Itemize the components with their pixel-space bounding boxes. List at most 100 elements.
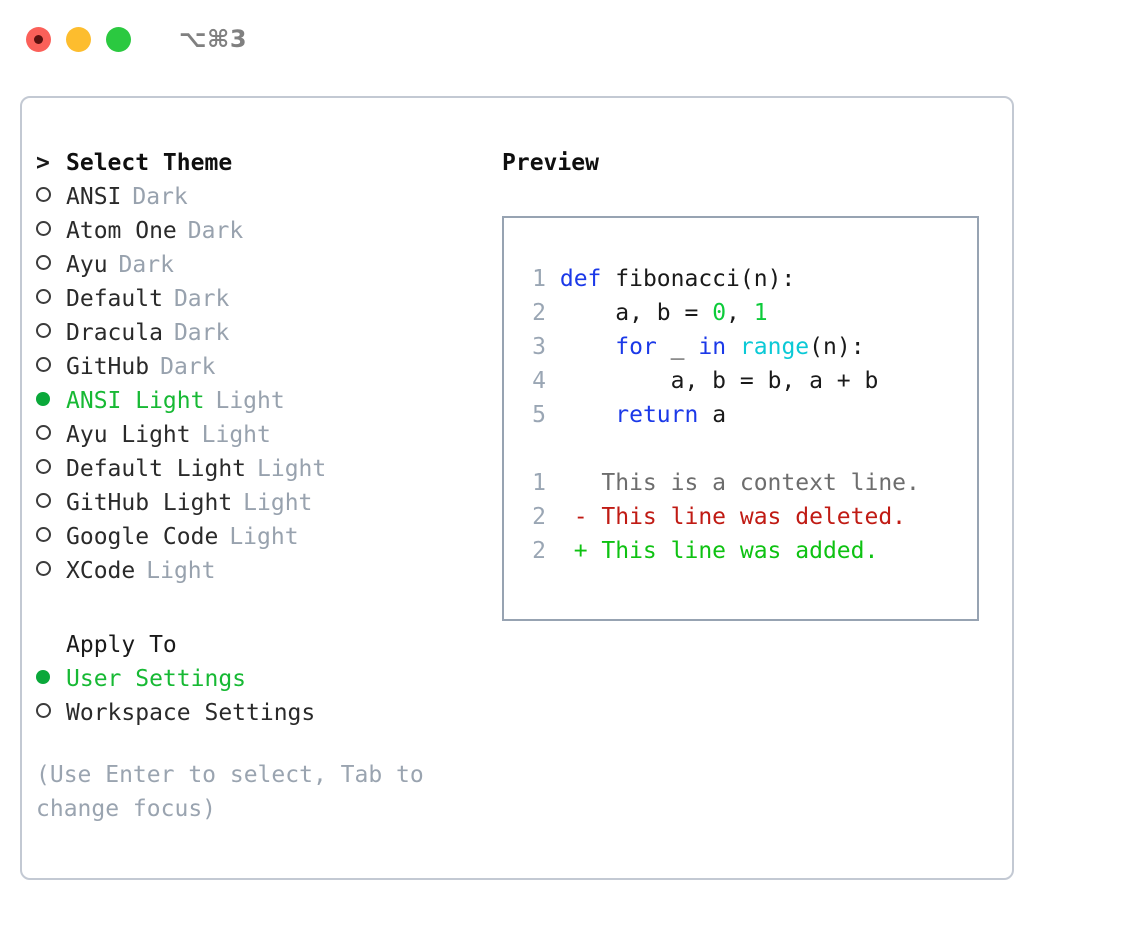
diff-marker bbox=[546, 470, 601, 496]
diff-marker: - bbox=[546, 504, 602, 530]
page-title: Select Theme bbox=[66, 150, 233, 176]
radio-dot-icon bbox=[36, 561, 51, 576]
radio-dot-icon bbox=[36, 221, 51, 236]
diff-line-number: 2 bbox=[532, 504, 546, 530]
apply-to-option-row[interactable]: Workspace Settings bbox=[36, 696, 496, 730]
code-line: 5 return a bbox=[522, 398, 977, 432]
diff-line-text: This line was deleted. bbox=[601, 504, 907, 530]
theme-option-row[interactable]: Atom One Dark bbox=[36, 214, 496, 248]
code-token: 0 bbox=[712, 300, 727, 326]
preview-title: Preview bbox=[502, 150, 599, 176]
radio-unselected-icon[interactable] bbox=[36, 418, 66, 452]
theme-option-label: Ayu bbox=[66, 252, 108, 278]
radio-unselected-icon[interactable] bbox=[36, 316, 66, 350]
theme-option-label: Dracula bbox=[66, 320, 163, 346]
radio-dot-icon bbox=[36, 670, 50, 684]
radio-dot-icon bbox=[36, 357, 51, 372]
radio-unselected-icon[interactable] bbox=[36, 282, 66, 316]
line-number: 4 bbox=[532, 368, 546, 394]
code-token: a, b = bbox=[559, 300, 713, 326]
radio-selected-icon[interactable] bbox=[36, 384, 66, 418]
code-token: in bbox=[698, 334, 727, 360]
apply-to-header: Apply To bbox=[36, 628, 496, 662]
theme-variant-tag: Dark bbox=[132, 184, 188, 210]
theme-option-label: Google Code bbox=[66, 524, 219, 550]
theme-option-label: Atom One bbox=[66, 218, 177, 244]
radio-selected-icon[interactable] bbox=[36, 662, 66, 696]
theme-option-label: Ayu Light bbox=[66, 422, 191, 448]
theme-option-label: GitHub bbox=[66, 354, 150, 380]
radio-unselected-icon[interactable] bbox=[36, 180, 66, 214]
code-token bbox=[560, 402, 615, 428]
radio-dot-icon bbox=[36, 459, 51, 474]
code-token bbox=[560, 334, 615, 360]
radio-unselected-icon[interactable] bbox=[36, 696, 66, 730]
code-line: 3 for _ in range(n): bbox=[522, 330, 977, 364]
code-gutter-space bbox=[546, 300, 560, 326]
theme-variant-tag: Dark bbox=[118, 252, 174, 278]
theme-option-row[interactable]: GitHub Light Light bbox=[36, 486, 496, 520]
diff-line-text: This line was added. bbox=[601, 538, 879, 564]
radio-dot-icon bbox=[36, 493, 51, 508]
theme-variant-tag: Dark bbox=[173, 286, 230, 312]
code-token: (n): bbox=[809, 334, 865, 360]
code-line: 1 def fibonacci(n): bbox=[522, 262, 977, 296]
radio-unselected-icon[interactable] bbox=[36, 350, 66, 384]
code-gutter-space bbox=[546, 334, 560, 360]
radio-dot-icon bbox=[36, 289, 51, 304]
diff-marker: + bbox=[546, 538, 602, 564]
code-line: 2 a, b = 0, 1 bbox=[522, 296, 977, 330]
maximize-button[interactable] bbox=[106, 26, 131, 52]
theme-variant-tag: Dark bbox=[173, 320, 230, 346]
close-button[interactable] bbox=[26, 26, 51, 52]
diff-line: 2 - This line was deleted. bbox=[522, 500, 977, 534]
code-token: , bbox=[726, 300, 754, 326]
radio-dot-icon bbox=[36, 323, 51, 338]
code-token: return bbox=[615, 402, 699, 428]
diff-line-number: 2 bbox=[532, 538, 546, 564]
apply-to-option-label: Workspace Settings bbox=[66, 700, 316, 726]
code-token: 1 bbox=[753, 300, 768, 326]
theme-option-row[interactable]: Ayu Dark bbox=[36, 248, 496, 282]
radio-unselected-icon[interactable] bbox=[36, 554, 66, 588]
apply-to-option-row[interactable]: User Settings bbox=[36, 662, 496, 696]
window-controls bbox=[26, 26, 131, 52]
record-indicator-icon bbox=[34, 34, 43, 44]
select-theme-header: > Select Theme bbox=[36, 146, 496, 180]
code-token: _ bbox=[656, 334, 699, 360]
diff-line: 2 + This line was added. bbox=[522, 534, 977, 568]
diff-line: 1 This is a context line. bbox=[522, 466, 977, 500]
radio-unselected-icon[interactable] bbox=[36, 486, 66, 520]
theme-variant-tag: Light bbox=[215, 388, 285, 414]
diff-line-number: 1 bbox=[532, 470, 546, 496]
apply-to-label: Apply To bbox=[66, 632, 177, 658]
radio-unselected-icon[interactable] bbox=[36, 214, 66, 248]
code-line: 4 a, b = b, a + b bbox=[522, 364, 977, 398]
theme-variant-tag: Dark bbox=[187, 218, 244, 244]
radio-unselected-icon[interactable] bbox=[36, 452, 66, 486]
code-token: for bbox=[615, 334, 657, 360]
theme-option-row[interactable]: Dracula Dark bbox=[36, 316, 496, 350]
minimize-button[interactable] bbox=[66, 26, 91, 52]
keyboard-shortcut-label: ⌥⌘3 bbox=[179, 25, 248, 53]
radio-unselected-icon[interactable] bbox=[36, 248, 66, 282]
apply-to-option-label: User Settings bbox=[66, 666, 247, 692]
theme-variant-tag: Light bbox=[243, 490, 313, 516]
theme-option-label: GitHub Light bbox=[66, 490, 233, 516]
prompt-caret-icon: > bbox=[36, 150, 50, 176]
line-number: 1 bbox=[532, 266, 546, 292]
radio-unselected-icon[interactable] bbox=[36, 520, 66, 554]
